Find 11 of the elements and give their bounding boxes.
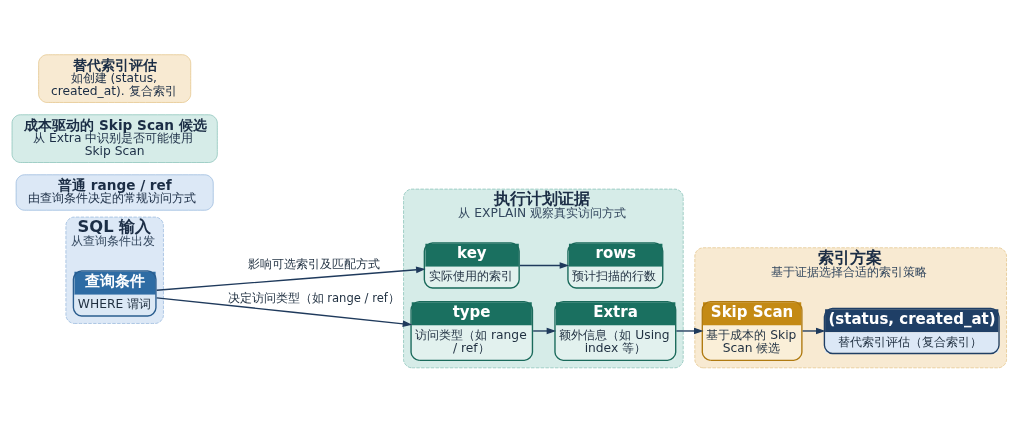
node-box: 普通 range / ref 由查询条件决定的常规访问方式 <box>15 173 214 211</box>
arrow <box>532 327 557 334</box>
edge-label: 决定访问类型（如 range / ref） <box>227 290 400 305</box>
arrow <box>156 296 413 327</box>
arrow <box>801 327 826 334</box>
arrow <box>675 327 704 334</box>
arrow <box>519 261 570 269</box>
node-box: 替代索引评估 如创建 (status, created_at). 复合索引 <box>38 53 192 103</box>
edge-label: 影响可选索引及匹配方式 <box>248 256 381 271</box>
arrow <box>156 266 426 291</box>
node-box: 成本驱动的 Skip Scan 候选 从 Extra 中识别是否可能使用 Skip Scan <box>11 113 218 163</box>
